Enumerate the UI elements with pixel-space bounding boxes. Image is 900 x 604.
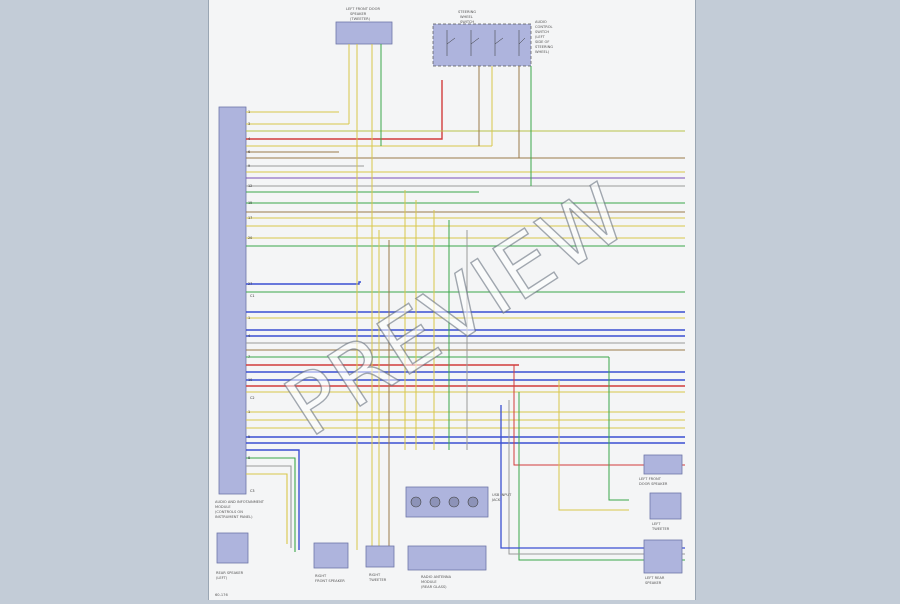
rear-speaker-block [216, 532, 249, 564]
top-speaker-caption-1: LEFT FRONT DOOR [346, 7, 380, 11]
right-front-speaker-block [313, 542, 349, 569]
svg-text:9: 9 [248, 164, 250, 168]
right-tweeter-block [365, 545, 395, 568]
antenna-module-block [407, 545, 487, 571]
switch-contacts [446, 30, 526, 56]
usb-pins [410, 496, 479, 508]
switch-side-caption-4: (LEFT [535, 35, 546, 39]
svg-text:C2: C2 [250, 396, 255, 400]
svg-text:4: 4 [248, 334, 250, 338]
right-top-caption-2: DOOR SPEAKER [639, 482, 668, 486]
rear-speaker-caption-2: (LEFT) [216, 576, 228, 580]
rear-speaker-caption-1: REAR SPEAKER [216, 571, 244, 575]
antenna-caption-2: MODULE [421, 580, 437, 584]
svg-text:1: 1 [248, 410, 250, 414]
right-top-component [643, 454, 683, 475]
switch-caption-2: WHEEL [460, 15, 473, 19]
right-tweeter-caption-2: TWEETER [368, 578, 387, 582]
audio-module-block [218, 106, 247, 495]
right-front-caption-1: RIGHT [315, 574, 327, 578]
antenna-caption-3: (REAR GLASS) [421, 585, 447, 589]
svg-text:3: 3 [248, 122, 250, 126]
svg-text:C3: C3 [250, 489, 255, 493]
svg-text:8: 8 [248, 456, 250, 460]
switch-side-caption-5: SIDE OF [535, 40, 549, 44]
usb-caption-2: JACK [491, 498, 501, 502]
svg-text:C1: C1 [250, 294, 255, 298]
right-mid-caption-2: TWEETER [651, 527, 670, 531]
page-reference: 60-176 [215, 593, 228, 597]
switch-caption-1: STEERING [458, 10, 476, 14]
svg-text:10: 10 [248, 378, 252, 382]
switch-side-caption-2: CONTROL [535, 25, 553, 29]
switch-side-caption-7: WHEEL) [535, 50, 550, 54]
antenna-caption-1: RADIO ANTENNA [421, 575, 452, 579]
right-bottom-component [643, 539, 683, 574]
top-speaker-block [335, 21, 393, 45]
svg-text:1: 1 [248, 110, 250, 114]
svg-text:1: 1 [248, 316, 250, 320]
right-bottom-caption-2: SPEAKER [645, 581, 662, 585]
svg-text:5: 5 [248, 435, 250, 439]
svg-text:17: 17 [248, 216, 252, 220]
switch-side-caption-1: AUDIO [535, 20, 547, 24]
right-front-caption-2: FRONT SPEAKER [315, 579, 345, 583]
left-module-caption-4: INSTRUMENT PANEL) [215, 515, 253, 519]
svg-text:7: 7 [248, 355, 250, 359]
vertical-wires [348, 44, 685, 561]
switch-side-caption-6: STEERING [535, 45, 553, 49]
svg-text:20: 20 [248, 236, 252, 240]
top-speaker-caption-2: SPEAKER [350, 12, 367, 16]
steering-switch-block [432, 23, 532, 67]
svg-text:12: 12 [248, 184, 252, 188]
usb-caption-1: USB INPUT [492, 493, 512, 497]
svg-text:15: 15 [248, 201, 252, 205]
left-module-caption-2: MODULE [215, 505, 231, 509]
switch-caption-3: SWITCH [460, 20, 474, 24]
right-top-caption-1: LEFT FRONT [639, 477, 662, 481]
diagram-captions: AUDIO AND INFOTAINMENT MODULE (CONTROLS … [215, 7, 670, 597]
right-bottom-caption-1: LEFT REAR [645, 576, 665, 580]
svg-text:6: 6 [248, 150, 250, 154]
top-speaker-caption-3: (TWEETER) [350, 17, 371, 21]
svg-text:27: 27 [248, 282, 252, 286]
switch-side-caption-3: SWITCH [535, 30, 549, 34]
svg-text:4: 4 [248, 137, 250, 141]
left-module-caption-1: AUDIO AND INFOTAINMENT [215, 500, 265, 504]
right-mid-component [649, 492, 682, 520]
left-module-caption-3: (CONTROLS ON [215, 510, 243, 514]
wire-harness [246, 80, 685, 552]
right-tweeter-caption-1: RIGHT [369, 573, 381, 577]
right-mid-caption-1: LEFT [652, 522, 661, 526]
